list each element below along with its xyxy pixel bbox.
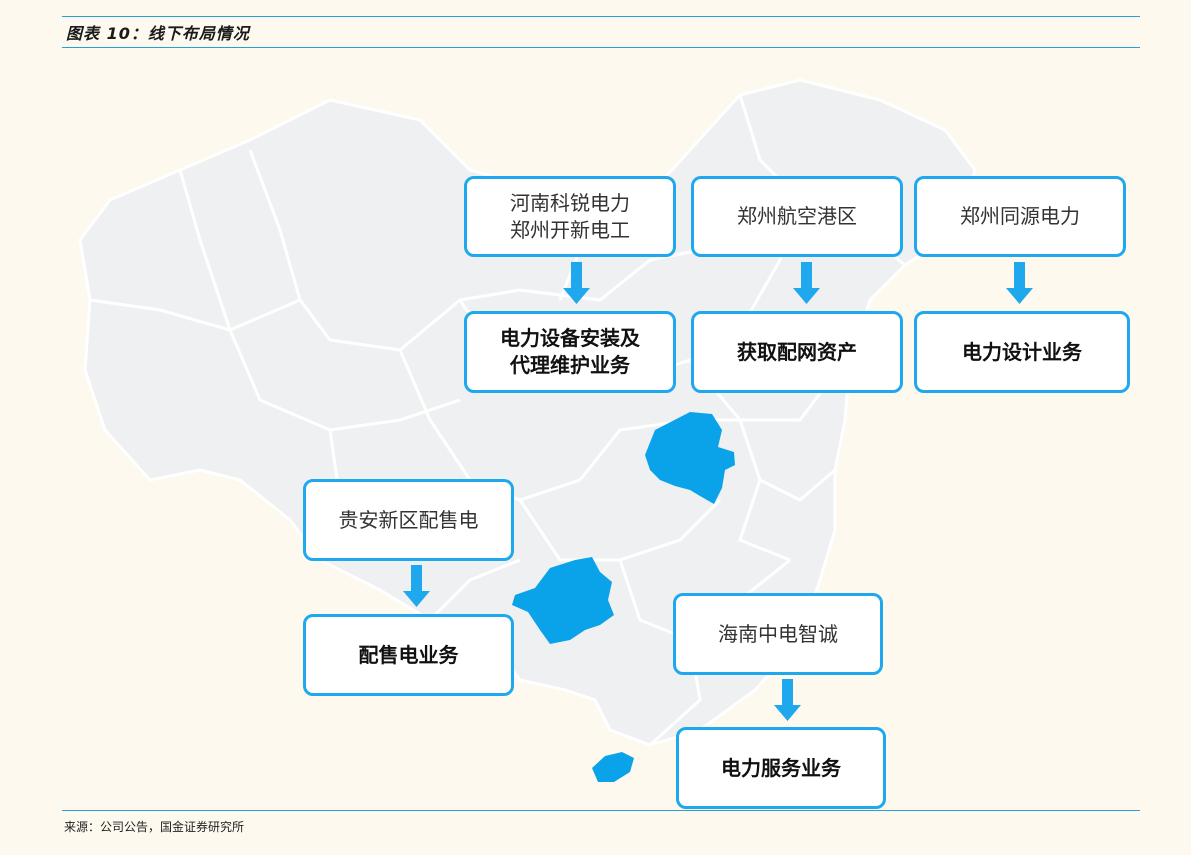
business-box-distribution-assets: 获取配网资产 [691, 311, 903, 393]
region-hainan [592, 752, 634, 782]
company-box-henan-kerui: 河南科锐电力 郑州开新电工 [464, 176, 676, 257]
flow-arrows [403, 262, 1033, 721]
company-box-zhengzhou-tongyuan: 郑州同源电力 [914, 176, 1126, 257]
company-box-guian-newdistrict: 贵安新区配售电 [303, 479, 514, 561]
arrow-4 [403, 565, 430, 607]
region-henan [645, 412, 735, 504]
business-box-power-service: 电力服务业务 [676, 727, 886, 809]
region-guizhou [512, 557, 614, 644]
top-rule [62, 16, 1140, 17]
arrow-1 [563, 262, 590, 304]
figure-title: 图表 10：线下布局情况 [66, 24, 250, 43]
company-box-zhengzhou-airport: 郑州航空港区 [691, 176, 903, 257]
business-box-power-retail: 配售电业务 [303, 614, 514, 696]
business-box-power-design: 电力设计业务 [914, 311, 1130, 393]
company-box-hainan-zhongdian: 海南中电智诚 [673, 593, 883, 675]
arrow-3 [1006, 262, 1033, 304]
arrow-2 [793, 262, 820, 304]
title-underline [62, 47, 1140, 48]
business-box-equipment-install: 电力设备安装及 代理维护业务 [464, 311, 676, 393]
bottom-rule [62, 810, 1140, 811]
arrow-5 [774, 679, 801, 721]
source-note: 来源：公司公告，国金证券研究所 [64, 820, 245, 834]
